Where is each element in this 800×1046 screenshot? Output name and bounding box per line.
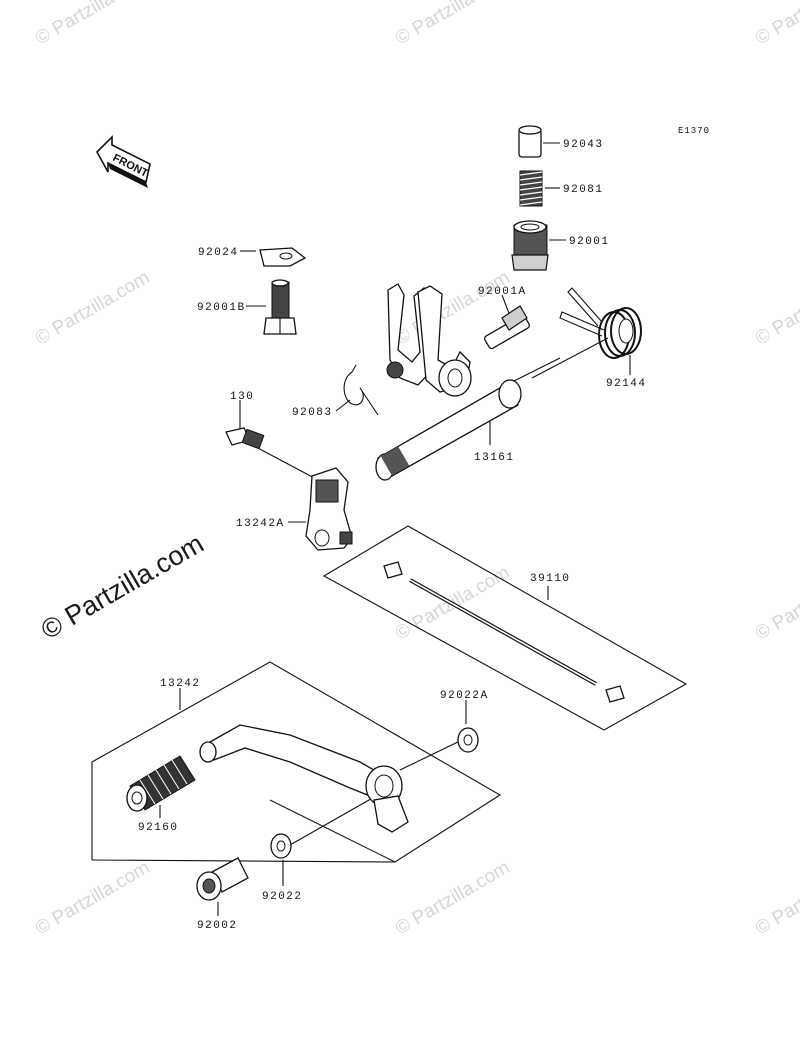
watermark: © Partzilla.com <box>392 857 513 939</box>
assembly-frames <box>91 525 688 863</box>
part-label-13242A[interactable]: 13242A <box>236 518 285 530</box>
watermark: © Partzilla.com <box>32 0 153 49</box>
part-label-92043[interactable]: 92043 <box>563 139 604 151</box>
watermark: © Partzilla.com <box>752 267 800 349</box>
part-13161-shift-shaft[interactable] <box>375 283 522 481</box>
part-13242-shift-pedal[interactable] <box>199 724 409 833</box>
watermark: © Partzilla.com <box>32 857 153 939</box>
part-label-13242[interactable]: 13242 <box>160 678 201 690</box>
watermark: © Partzilla.com <box>752 562 800 644</box>
part-label-92144[interactable]: 92144 <box>606 378 647 390</box>
part-13242A-shift-arm[interactable] <box>305 467 353 551</box>
part-label-92001B[interactable]: 92001B <box>197 302 246 314</box>
watermark: © Partzilla.com <box>32 267 153 349</box>
watermark: © Partzilla.com <box>752 0 800 49</box>
part-label-13161[interactable]: 13161 <box>474 452 515 464</box>
part-label-92081[interactable]: 92081 <box>563 184 604 196</box>
part-label-92001A[interactable]: 92001A <box>478 286 527 298</box>
part-92022-washer[interactable] <box>270 833 292 859</box>
part-label-92083[interactable]: 92083 <box>292 407 333 419</box>
part-92160-pedal-rubber[interactable] <box>126 755 196 812</box>
part-number-labels: 92043 92081 92001 92024 92001B 92001A 92… <box>138 139 647 932</box>
part-39110-tie-rod[interactable] <box>383 561 625 703</box>
part-92001B-bolt[interactable] <box>263 279 297 335</box>
part-label-92024[interactable]: 92024 <box>198 247 239 259</box>
part-130-bolt[interactable] <box>225 427 265 450</box>
part-label-130[interactable]: 130 <box>230 391 254 403</box>
part-label-92022[interactable]: 92022 <box>262 891 303 903</box>
part-92002-pivot-bolt[interactable] <box>196 857 249 901</box>
watermark: © Partzilla.com <box>392 0 513 49</box>
part-92022A-washer[interactable] <box>457 727 479 753</box>
part-92081-spring[interactable] <box>519 170 543 207</box>
part-label-92002[interactable]: 92002 <box>197 920 238 932</box>
part-label-92160[interactable]: 92160 <box>138 822 179 834</box>
watermark-prominent: © Partzilla.com <box>36 528 209 645</box>
part-92083-spring[interactable] <box>343 364 379 416</box>
watermark: © Partzilla.com <box>752 857 800 939</box>
part-92024-lock-washer[interactable] <box>259 247 307 267</box>
part-92001A-bolt[interactable] <box>484 305 531 350</box>
front-arrow-icon: FRONT <box>96 135 151 188</box>
part-92043-cap[interactable] <box>518 125 542 158</box>
part-label-39110[interactable]: 39110 <box>530 573 571 585</box>
part-label-92001[interactable]: 92001 <box>569 236 610 248</box>
part-label-92022A[interactable]: 92022A <box>440 690 489 702</box>
part-92001-bolt[interactable] <box>511 220 549 271</box>
part-92144-return-spring[interactable] <box>559 287 642 359</box>
diagram-code: E1370 <box>678 126 710 136</box>
